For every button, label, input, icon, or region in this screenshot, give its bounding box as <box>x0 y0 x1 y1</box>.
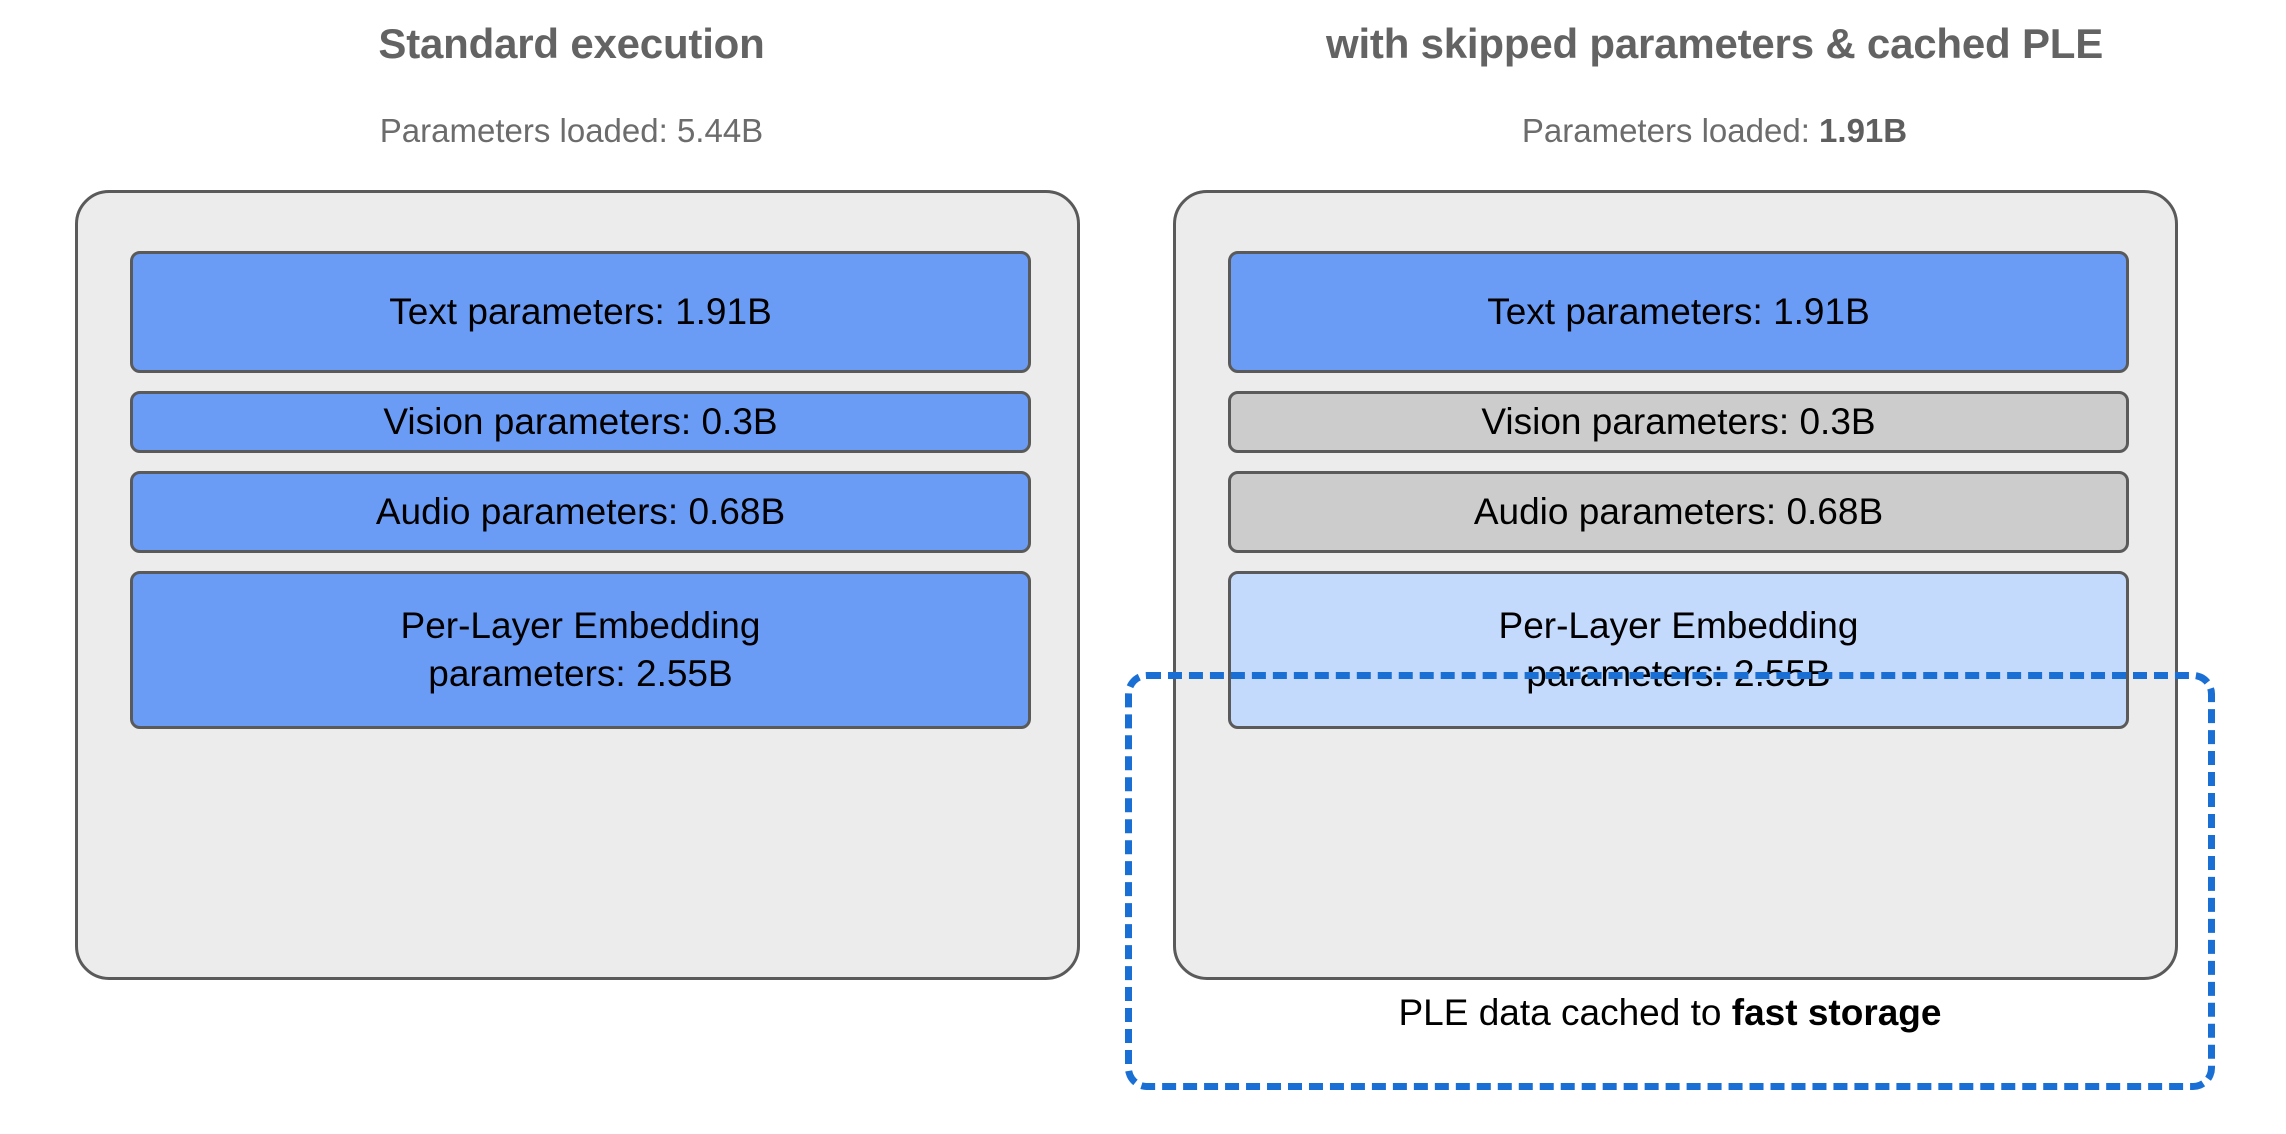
block-label-line1: Per-Layer Embedding <box>1498 604 1859 646</box>
block-label-wrapper: Per-Layer Embedding parameters: 2.55B <box>1499 602 1859 698</box>
column-subtitle-skipped-cached: Parameters loaded: 1.91B <box>1143 112 2286 150</box>
parameters-loaded-label-optimized: Parameters loaded: <box>1521 112 1820 149</box>
column-subtitle-standard: Parameters loaded: 5.44B <box>0 112 1143 150</box>
block-ple-parameters-optimized: Per-Layer Embedding parameters: 2.55B <box>1228 571 2129 729</box>
block-label: Text parameters: 1.91B <box>1487 290 1870 332</box>
block-text-parameters-standard: Text parameters: 1.91B <box>130 251 1031 373</box>
column-title-skipped-cached: with skipped parameters & cached PLE <box>1325 20 2104 67</box>
column-title-standard: Standard execution <box>378 20 765 67</box>
panel-skipped-cached: Text parameters: 1.91B Vision parameters… <box>1173 190 2178 980</box>
block-label: Text parameters: 1.91B <box>389 290 772 332</box>
panel-standard-execution: Text parameters: 1.91B Vision parameters… <box>75 190 1080 980</box>
block-vision-parameters-standard: Vision parameters: 0.3B <box>130 391 1031 453</box>
parameters-loaded-value-standard: 5.44B <box>676 112 764 149</box>
block-audio-parameters-optimized: Audio parameters: 0.68B <box>1228 471 2129 553</box>
block-ple-parameters-standard: Per-Layer Embedding parameters: 2.55B <box>130 571 1031 729</box>
block-label: Vision parameters: 0.3B <box>1481 400 1876 442</box>
block-label-line2: parameters: 2.55B <box>1526 653 1831 694</box>
block-vision-parameters-optimized: Vision parameters: 0.3B <box>1228 391 2129 453</box>
block-label-wrapper: Per-Layer Embedding parameters: 2.55B <box>401 602 761 698</box>
block-label-line2: parameters: 2.55B <box>428 653 733 694</box>
cache-caption-prefix: PLE data cached to <box>1398 992 1732 1033</box>
parameters-loaded-label-standard: Parameters loaded: <box>379 112 677 149</box>
cache-caption: PLE data cached to fast storage <box>1125 992 2215 1034</box>
block-audio-parameters-standard: Audio parameters: 0.68B <box>130 471 1031 553</box>
block-label: Audio parameters: 0.68B <box>375 490 786 532</box>
block-label-line1: Per-Layer Embedding <box>400 604 761 646</box>
block-text-parameters-optimized: Text parameters: 1.91B <box>1228 251 2129 373</box>
block-label: Audio parameters: 0.68B <box>1473 490 1884 532</box>
cache-caption-emphasis: fast storage <box>1731 992 1942 1033</box>
parameters-loaded-value-optimized: 1.91B <box>1819 112 1908 149</box>
block-label: Vision parameters: 0.3B <box>383 400 778 442</box>
